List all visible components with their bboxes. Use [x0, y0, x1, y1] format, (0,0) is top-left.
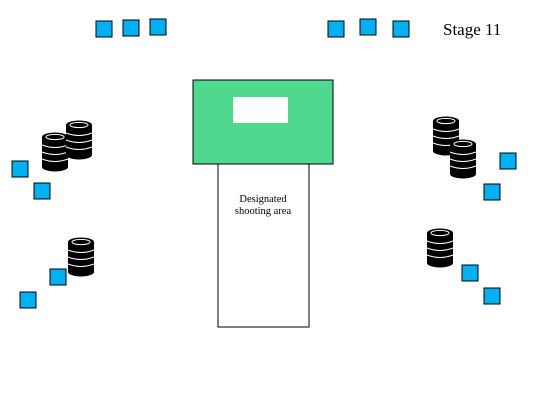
target-square-icon	[122, 19, 140, 37]
tire-stack-icon	[449, 139, 477, 179]
target-square-icon	[149, 18, 167, 36]
target-square-icon	[19, 291, 37, 309]
tire-stack-icon	[67, 237, 95, 277]
shooting-area-label-line1: Designated	[239, 194, 287, 205]
tire-stack-icon	[426, 228, 454, 268]
target-square-icon	[392, 20, 410, 38]
target-square-icon	[499, 152, 517, 170]
target-square-icon	[327, 20, 345, 38]
tire-stack-icon	[41, 132, 69, 172]
designated-shooting-area	[217, 161, 310, 328]
target-square-icon	[461, 264, 479, 282]
target-square-icon	[359, 18, 377, 36]
shooting-area-label-line2: shooting area	[234, 206, 292, 217]
shooting-area-label: Designated shooting area	[222, 194, 304, 218]
target-square-icon	[95, 20, 113, 38]
target-square-icon	[483, 287, 501, 305]
stage-title: Stage 11	[443, 20, 502, 39]
target-square-icon	[11, 160, 29, 178]
target-square-icon	[49, 268, 67, 286]
target-square-icon	[33, 182, 51, 200]
tire-stack-icon	[65, 120, 93, 160]
target-square-icon	[483, 183, 501, 201]
platform-window	[233, 97, 288, 123]
